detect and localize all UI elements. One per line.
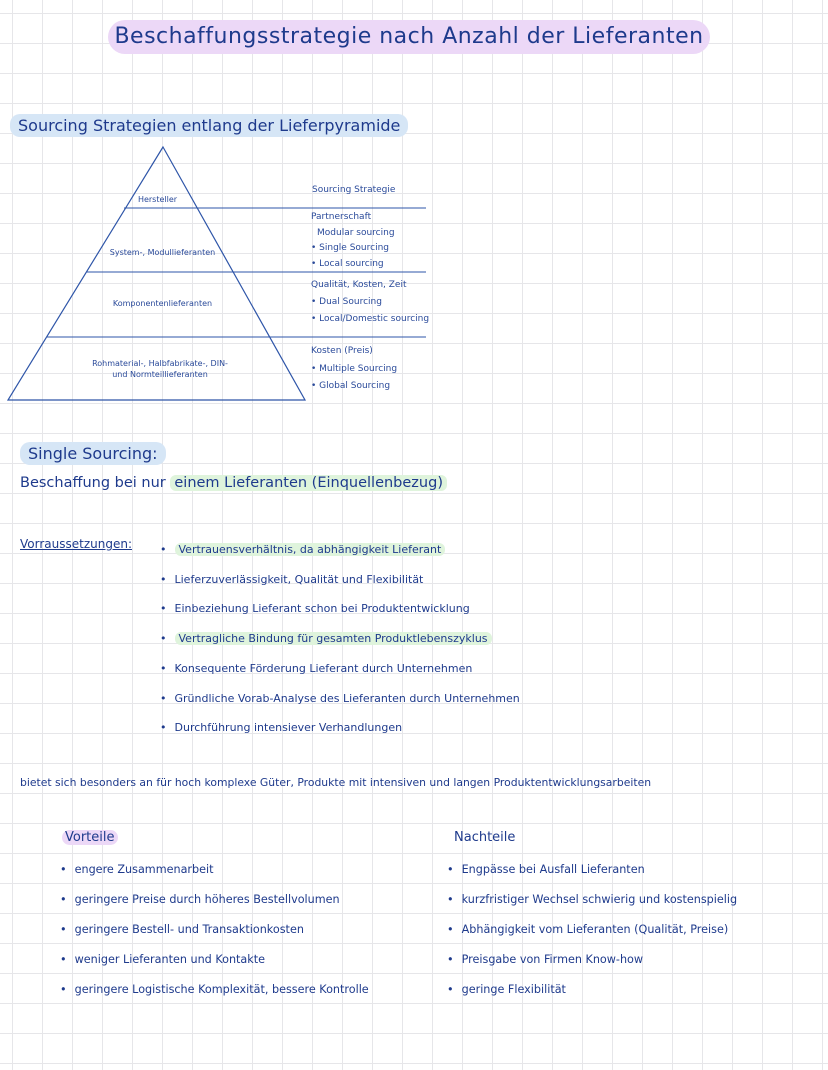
cons-heading: Nachteile [454,830,516,845]
pyramid-level-komponenten: Komponentenlieferanten [112,299,213,308]
single-sourcing-heading-text: Single Sourcing: [20,442,166,465]
con-item: Preisgabe von Firmen Know-how [447,945,737,975]
strategy-line: • Dual Sourcing [311,297,382,307]
strategy-line: Modular sourcing [317,227,395,238]
strategy-group-rohmaterial: Kosten (Preis) • Multiple Sourcing • Glo… [311,343,397,396]
requirement-item: Durchführung intensiever Verhandlungen [160,713,520,743]
single-sourcing-heading: Single Sourcing: [20,442,166,465]
pro-item: geringere Bestell- und Transaktionkosten [60,915,369,945]
con-item: Abhängigkeit vom Lieferanten (Qualität, … [447,915,737,945]
strategy-column-header: Sourcing Strategie [312,185,396,195]
pyramid-outline [6,145,307,401]
pro-item: geringere Logistische Komplexität, besse… [60,975,369,1005]
con-item: Engpässe bei Ausfall Lieferanten [447,855,737,885]
supplier-pyramid-diagram [6,145,426,401]
requirements-label: Vorraussetzungen: [20,537,132,551]
requirement-item: Konsequente Förderung Lieferant durch Un… [160,654,520,684]
pro-item: geringere Preise durch höheres Bestellvo… [60,885,369,915]
definition-highlight: einem Lieferanten (Einquellenbezug) [170,475,447,491]
strategy-line: • Global Sourcing [311,381,391,391]
con-item: geringe Flexibilität [447,975,737,1005]
pros-list: engere Zusammenarbeit geringere Preise d… [60,855,369,1005]
pyramid-level-system: System-, Modullieferanten [109,248,216,257]
strategy-line: Kosten (Preis) [311,346,373,356]
con-item: kurzfristiger Wechsel schwierig und kost… [447,885,737,915]
pro-item: weniger Lieferanten und Kontakte [60,945,369,975]
strategy-line: • Multiple Sourcing [311,363,398,374]
strategy-line: Partnerschaft [311,212,372,222]
requirement-item: Gründliche Vorab-Analyse des Lieferanten… [160,684,520,714]
pyramid-level-rohmaterial-line1: Rohmaterial-, Halbfabrikate-, DIN- [92,359,228,368]
single-sourcing-definition: Beschaffung bei nur einem Lieferanten (E… [20,475,447,491]
strategy-group-komponenten: Qualität, Kosten, Zeit • Dual Sourcing •… [311,277,429,328]
strategy-group-hersteller: Partnerschaft Modular sourcing • Single … [311,210,395,272]
strategy-line: • Single Sourcing [311,243,389,253]
strategy-line: Qualität, Kosten, Zeit [311,280,407,290]
cons-list: Engpässe bei Ausfall Lieferanten kurzfri… [447,855,737,1005]
requirement-item: Lieferzuverlässigkeit, Qualität und Flex… [160,565,520,595]
requirement-item: Vertragliche Bindung für gesamten Produk… [160,624,520,654]
pyramid-heading-text: Sourcing Strategien entlang der Lieferpy… [10,114,409,137]
requirements-list: Vertrauensverhältnis, da abhängigkeit Li… [160,535,520,743]
pyramid-level-hersteller: Hersteller [137,195,178,204]
pyramid-level-rohmaterial-line2: und Normteillieferanten [112,370,208,379]
pro-item: engere Zusammenarbeit [60,855,369,885]
page-title: Beschaffungsstrategie nach Anzahl der Li… [108,20,710,54]
requirement-item: Einbeziehung Lieferant schon bei Produkt… [160,594,520,624]
requirement-item: Vertrauensverhältnis, da abhängigkeit Li… [160,535,520,565]
pyramid-section-heading: Sourcing Strategien entlang der Lieferpy… [10,114,409,137]
suited-for-text: bietet sich besonders an für hoch komple… [20,776,652,789]
strategy-line: • Local sourcing [311,258,384,269]
definition-text: Beschaffung bei nur [20,475,166,491]
pros-heading: Vorteile [62,830,118,845]
strategy-line: • Local/Domestic sourcing [311,314,430,324]
